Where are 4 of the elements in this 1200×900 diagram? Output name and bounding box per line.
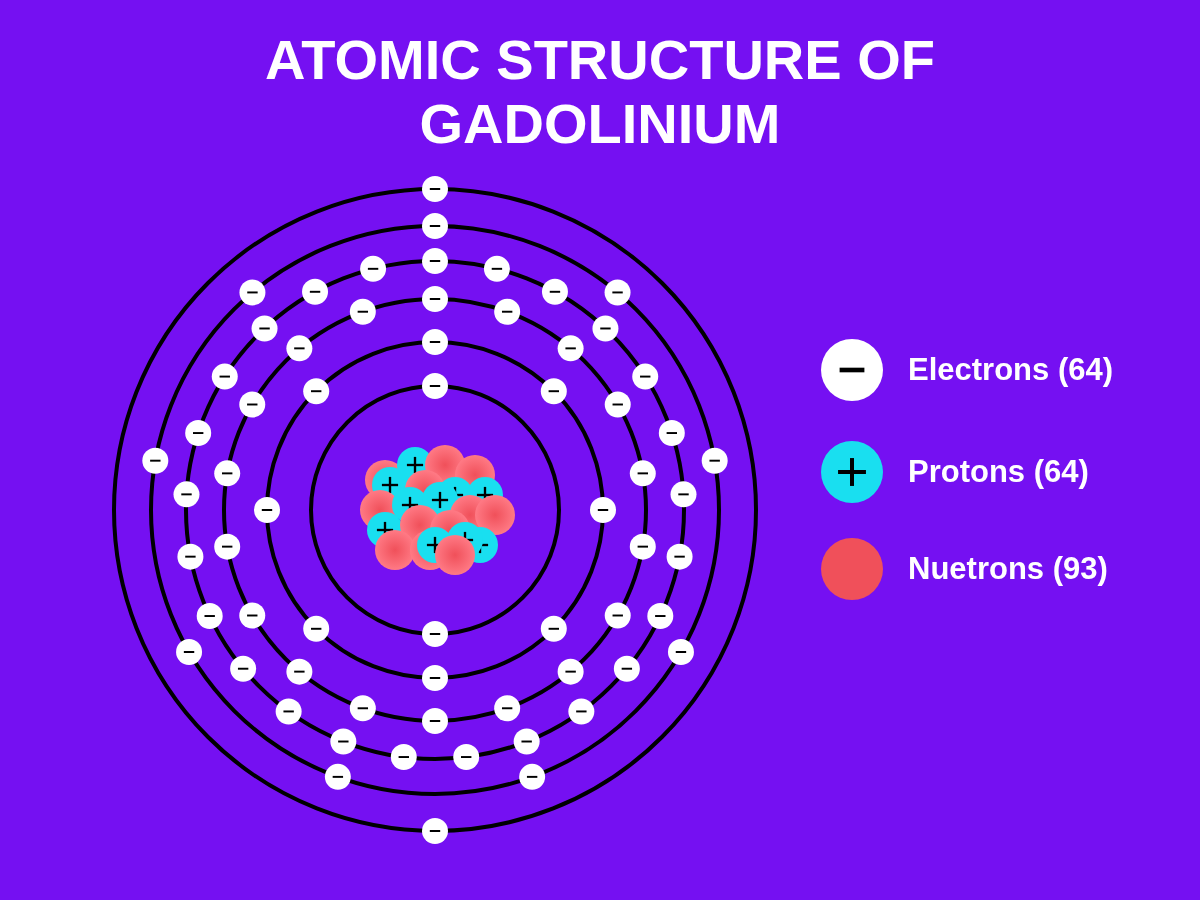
title-text: ATOMIC STRUCTURE OF GADOLINIUM [264, 28, 936, 156]
legend-label: Electrons (64) [908, 352, 1113, 388]
legend-label: Protons (64) [908, 454, 1089, 490]
legend-label: Nuetrons (93) [908, 551, 1108, 587]
